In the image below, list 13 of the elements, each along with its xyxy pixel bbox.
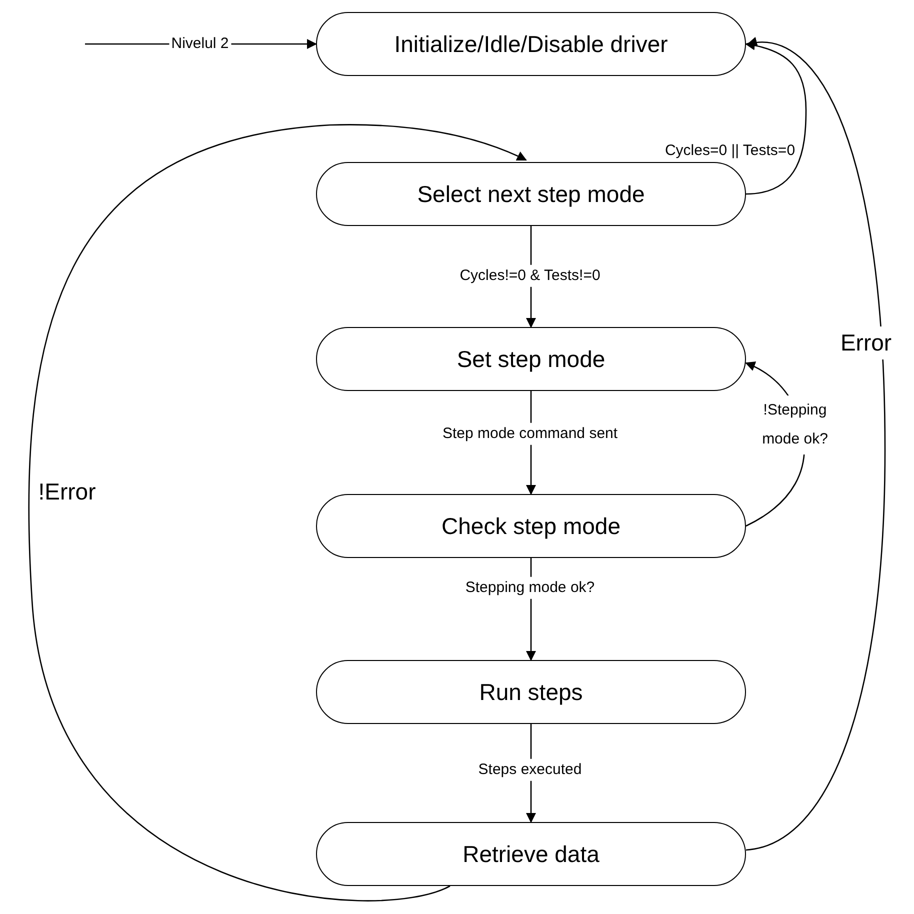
state-label: Initialize/Idle/Disable driver [394,30,668,58]
arrow [28,124,527,902]
state-label: Retrieve data [462,840,600,868]
arrow [745,40,807,195]
edge-label: Steps executed [476,758,584,782]
state-label: Check step mode [442,512,620,540]
edge-label: Cycles!=0 & Tests!=0 [458,264,602,288]
state-label: Select next step mode [417,180,645,208]
arrow [746,38,886,851]
state-label: Set step mode [456,346,606,372]
edge-label: Stepping mode ok? [463,576,597,600]
edge-label: Step mode command sent [440,422,620,446]
state-label: Run steps [479,678,583,706]
